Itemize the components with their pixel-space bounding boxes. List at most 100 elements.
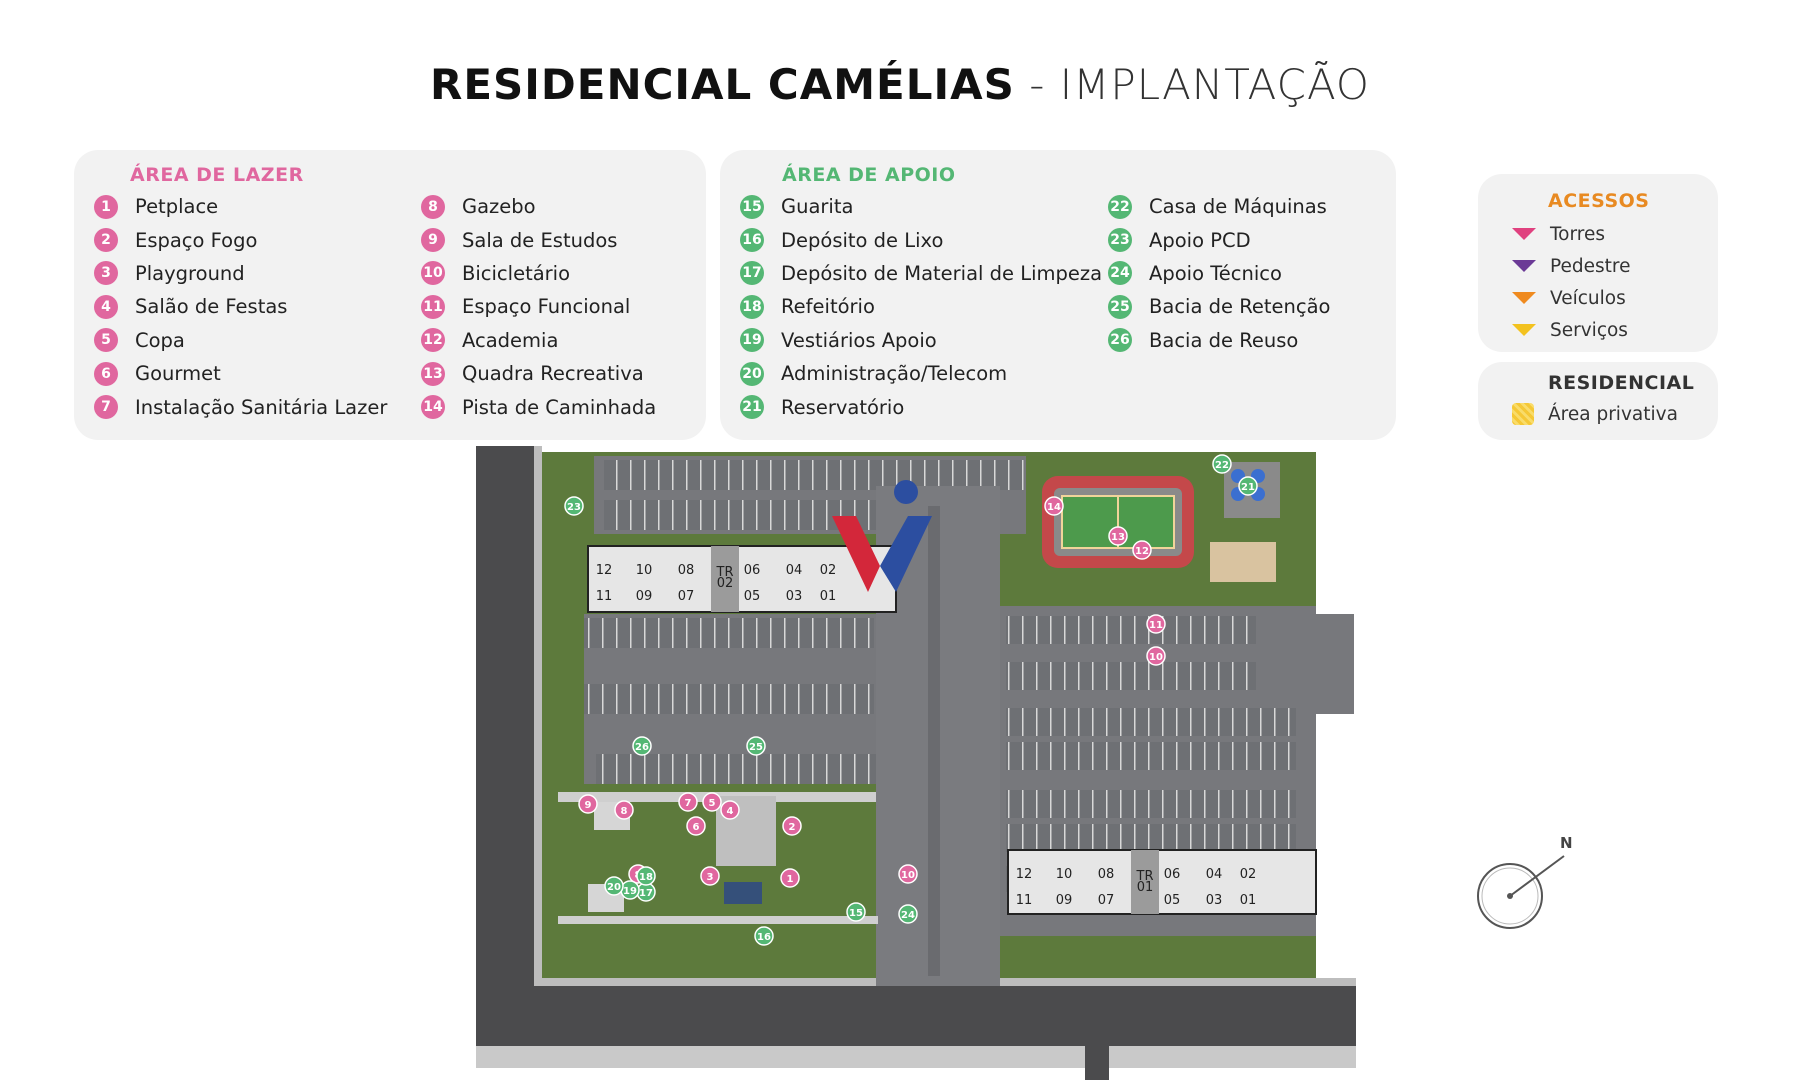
title-bold: RESIDENCIAL CAMÉLIAS — [429, 60, 1015, 109]
residencial-legend-panel: RESIDENCIAL Área privativa — [1478, 362, 1718, 440]
acessos-item: Serviços — [1512, 314, 1630, 346]
plan-marker-label: 1 — [787, 874, 794, 885]
unit-label: 10 — [1056, 867, 1073, 882]
legend-item-label: Salão de Festas — [135, 295, 288, 319]
plan-marker-label: 11 — [1149, 620, 1163, 631]
legend-item: 2 Espaço Fogo — [94, 223, 387, 256]
plan-markers: 1234567889101011121314151617181920212223… — [564, 454, 1258, 946]
legend-number-badge: 17 — [740, 261, 764, 286]
legend-number-badge: 5 — [94, 328, 118, 353]
plan-marker-label: 3 — [707, 872, 714, 883]
plan-marker: 22 — [1212, 454, 1232, 474]
plan-marker-label: 19 — [623, 886, 637, 897]
tower-label: TR — [716, 565, 734, 580]
plan-marker-label: 22 — [1215, 460, 1229, 471]
unit-label: 02 — [1240, 867, 1257, 882]
acessos-item-label: Pedestre — [1550, 255, 1631, 277]
plan-marker: 18 — [636, 866, 656, 886]
legend-number-badge: 24 — [1108, 261, 1132, 286]
plan-marker-label: 20 — [607, 882, 621, 893]
legend-item: 3 Playground — [94, 257, 387, 290]
legend-item-label: Playground — [135, 261, 245, 285]
legend-number-badge: 23 — [1108, 228, 1132, 253]
plan-marker-label: 10 — [1149, 652, 1163, 663]
legend-item: 5 Copa — [94, 324, 387, 357]
compass-label: N — [1560, 834, 1573, 852]
plan-marker-label: 10 — [901, 870, 915, 881]
plan-marker: 10 — [898, 864, 918, 884]
unit-label: 02 — [820, 563, 837, 578]
legend-item-label: Guarita — [781, 195, 854, 219]
plan-marker-label: 8 — [621, 806, 628, 817]
plan-marker: 16 — [754, 926, 774, 946]
legend-number-badge: 14 — [421, 395, 445, 420]
legend-item-label: Academia — [462, 328, 559, 352]
plan-marker-label: 15 — [849, 908, 863, 919]
plan-marker: 7 — [678, 792, 698, 812]
triangle-marker-icon — [1512, 260, 1536, 272]
legend-item-label: Casa de Máquinas — [1149, 195, 1327, 219]
legend-number-badge: 20 — [740, 361, 764, 386]
legend-number-badge: 26 — [1108, 328, 1132, 353]
legend-number-badge: 25 — [1108, 294, 1132, 319]
legend-number-badge: 8 — [421, 194, 445, 219]
unit-label: 12 — [596, 563, 613, 578]
legend-item-label: Apoio Técnico — [1149, 261, 1282, 285]
legend-item-label: Apoio PCD — [1149, 228, 1251, 252]
legend-number-badge: 12 — [421, 328, 445, 353]
hatch-swatch-icon — [1512, 403, 1534, 425]
plan-marker: 14 — [1044, 496, 1064, 516]
legend-item-label: Vestiários Apoio — [781, 328, 937, 352]
plan-marker: 24 — [898, 904, 918, 924]
legend-item-label: Copa — [135, 328, 185, 352]
plan-marker: 5 — [702, 792, 722, 812]
legend-item-label: Espaço Fogo — [135, 228, 258, 252]
tower-02 — [587, 545, 897, 613]
legend-number-badge: 2 — [94, 228, 118, 253]
legend-item-label: Depósito de Lixo — [781, 228, 944, 252]
unit-label: 06 — [1164, 867, 1181, 882]
plan-marker-label: 26 — [635, 742, 649, 753]
legend-number-badge: 3 — [94, 261, 118, 286]
plan-marker: 8 — [614, 800, 634, 820]
legend-item: 15 Guarita — [740, 190, 1102, 223]
unit-label: 09 — [1056, 893, 1073, 908]
legend-item-label: Sala de Estudos — [462, 228, 618, 252]
acessos-item-label: Serviços — [1550, 319, 1628, 341]
road-left — [476, 446, 534, 1046]
brand-logo-icon — [832, 480, 932, 592]
plan-marker: 1 — [780, 868, 800, 888]
plan-marker-label: 12 — [1135, 546, 1149, 557]
unit-label: 12 — [1016, 867, 1033, 882]
legend-number-badge: 21 — [740, 395, 764, 420]
plan-marker-label: 5 — [709, 798, 716, 809]
acessos-item-label: Torres — [1550, 223, 1605, 245]
plan-marker: 6 — [686, 816, 706, 836]
plan-marker: 4 — [720, 800, 740, 820]
legend-item: 12 Academia — [421, 324, 656, 357]
legend-number-badge: 18 — [740, 294, 764, 319]
triangle-marker-icon — [1512, 228, 1536, 240]
lazer-heading: ÁREA DE LAZER — [130, 164, 304, 186]
legend-number-badge: 22 — [1108, 194, 1132, 219]
unit-label: 08 — [678, 563, 695, 578]
title-light: - IMPLANTAÇÃO — [1014, 60, 1370, 109]
legend-item-label: Gourmet — [135, 362, 221, 386]
residencial-heading: RESIDENCIAL — [1548, 372, 1695, 394]
plan-marker-label: 17 — [639, 888, 653, 899]
unit-label: 09 — [636, 589, 653, 604]
legend-number-badge: 15 — [740, 194, 764, 219]
unit-label: 05 — [744, 589, 761, 604]
page-title: RESIDENCIAL CAMÉLIAS - IMPLANTAÇÃO — [0, 60, 1800, 109]
